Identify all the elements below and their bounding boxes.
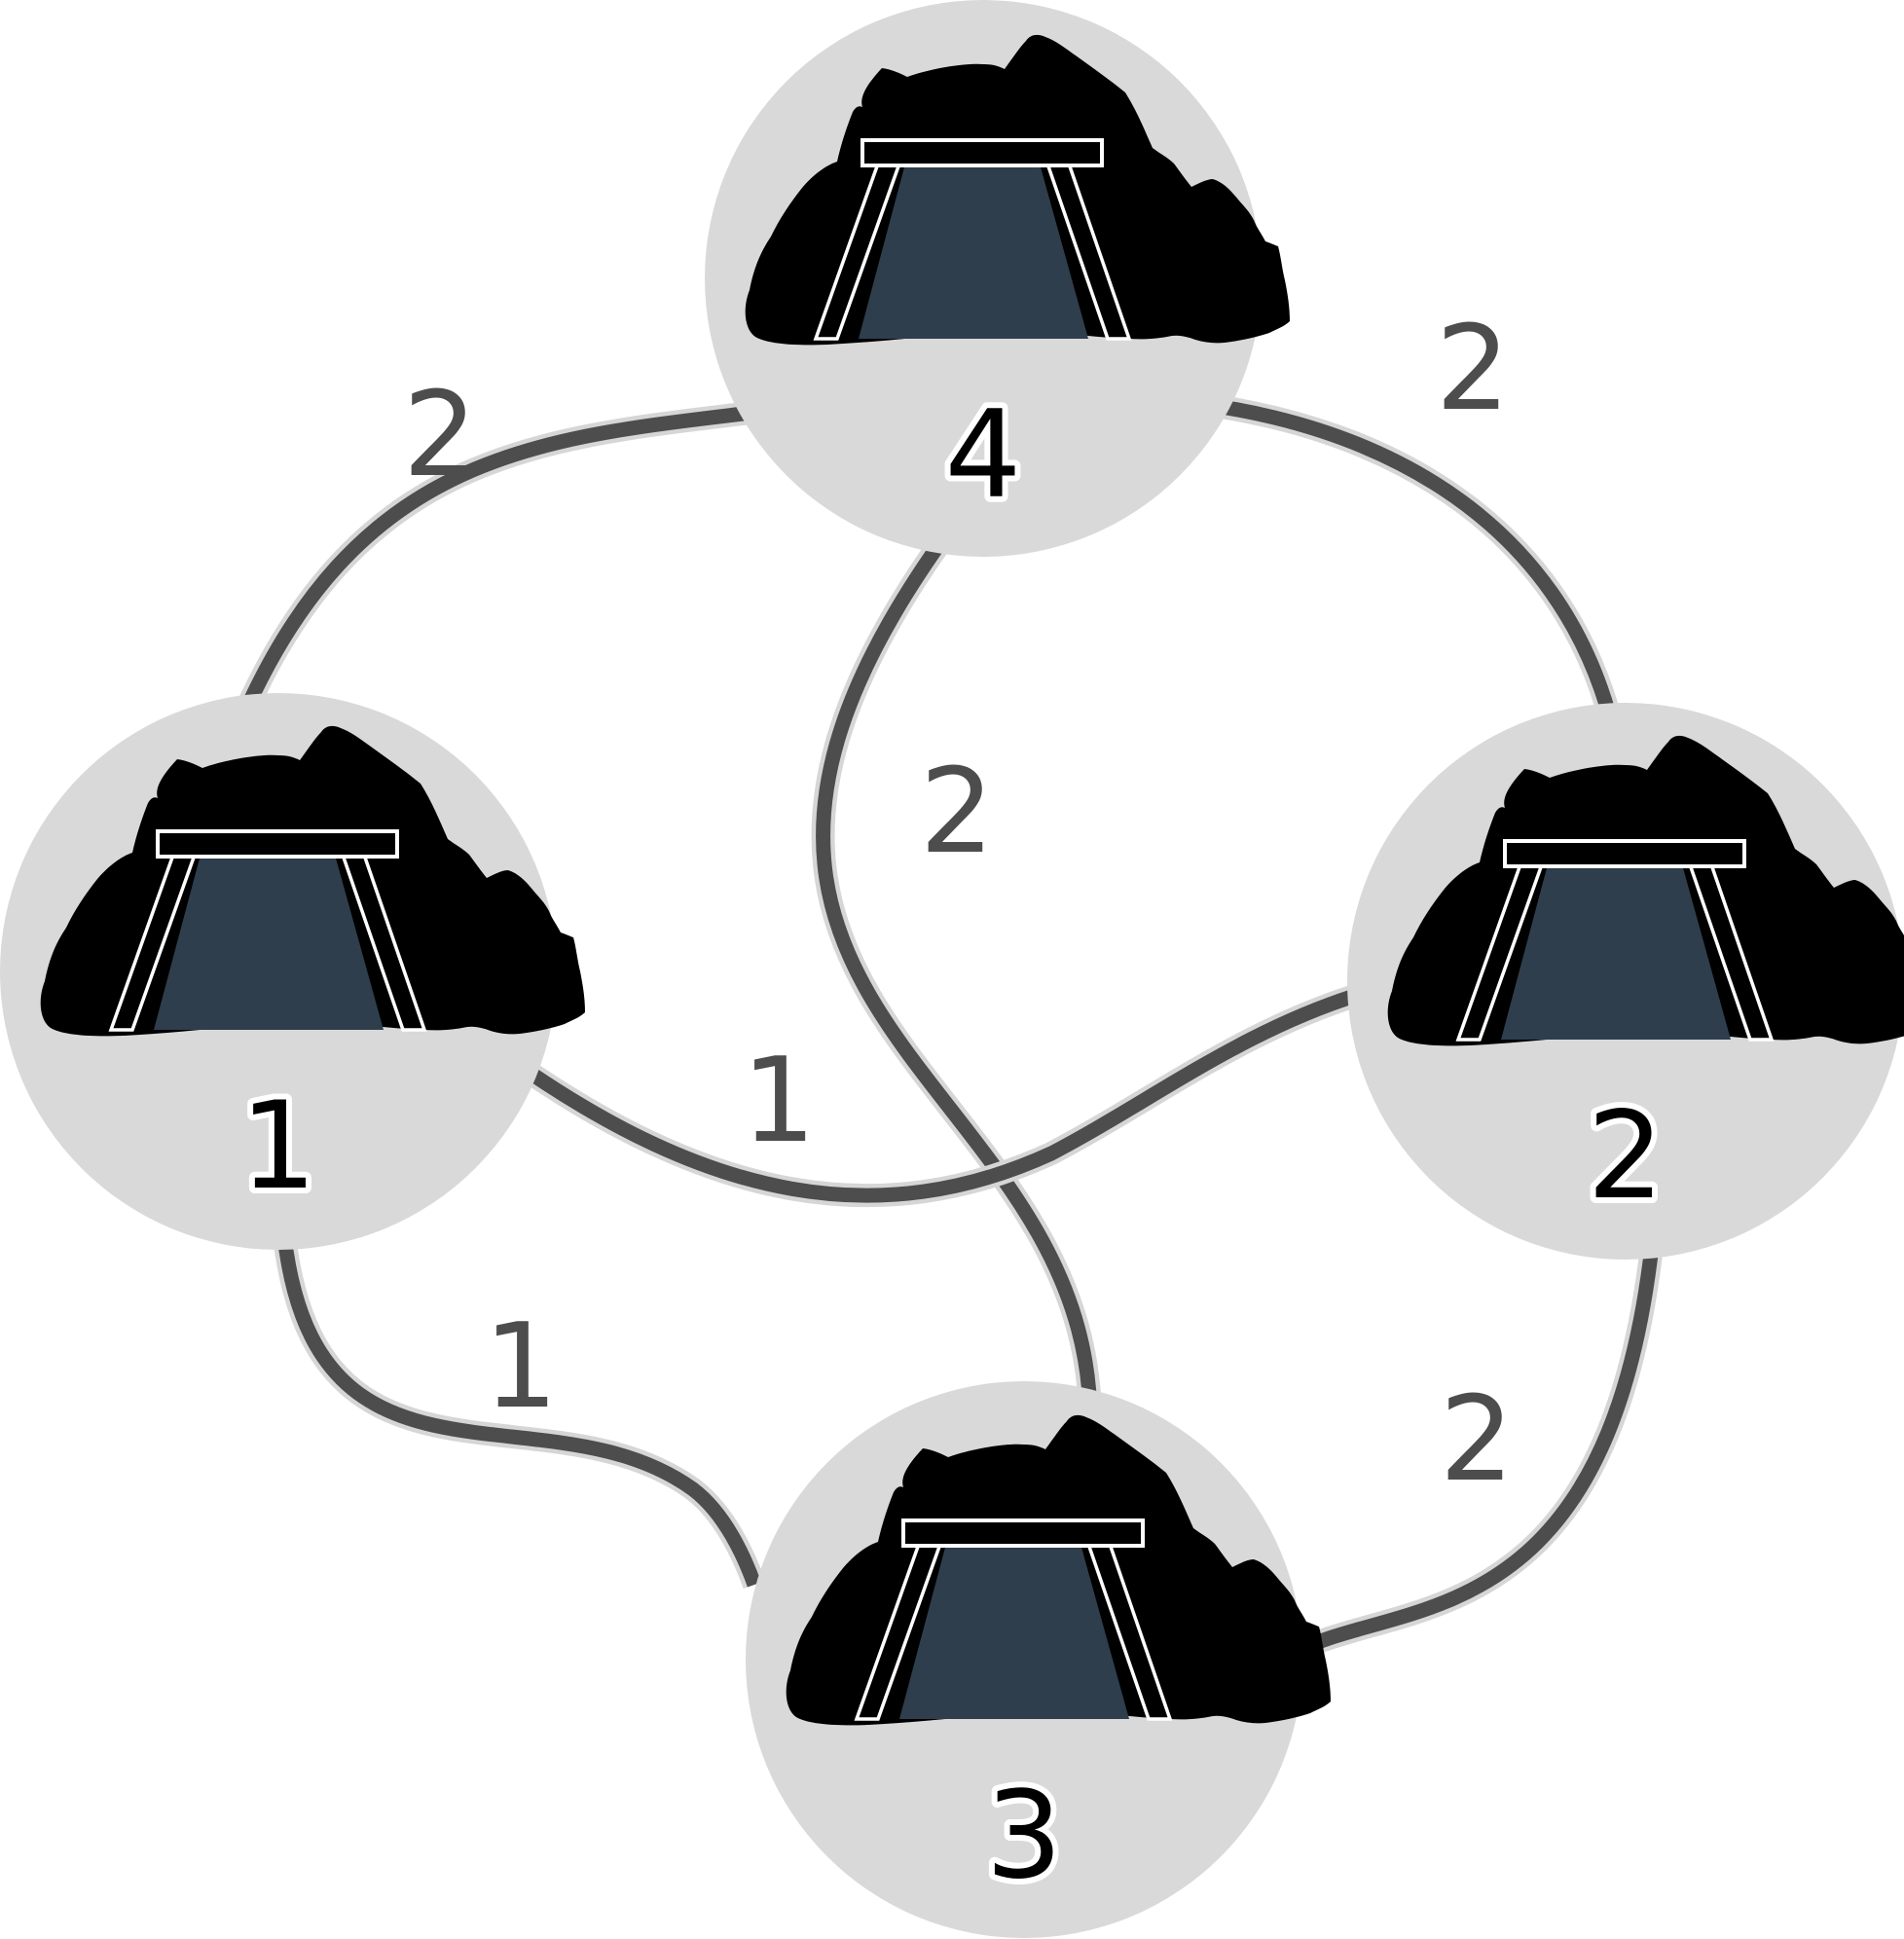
edge-n1-n3 [272,1225,766,1590]
mine-node-4: 4 [705,0,1292,557]
edge-n4-n3 [811,523,1102,1422]
edge-weight-label: 2 [403,368,477,503]
node-label: 4 [945,385,1022,526]
edge-weight-label: 2 [920,745,994,880]
mine-node-2: 2 [1347,703,1904,1260]
edge-n1-n2 [499,979,1374,1208]
edge-weight-label: 2 [1436,302,1510,437]
mine-node-1: 1 [0,693,587,1250]
edge-weight-label: 1 [484,1299,558,1435]
edge-weight-label: 2 [1440,1372,1514,1508]
edge-weight-label: 1 [742,1034,816,1169]
node-label: 2 [1588,1086,1665,1226]
node-label: 3 [986,1766,1063,1906]
mine-node-3: 3 [746,1381,1333,1938]
node-label: 1 [240,1077,317,1217]
edge-n2-n3 [1285,1244,1664,1665]
